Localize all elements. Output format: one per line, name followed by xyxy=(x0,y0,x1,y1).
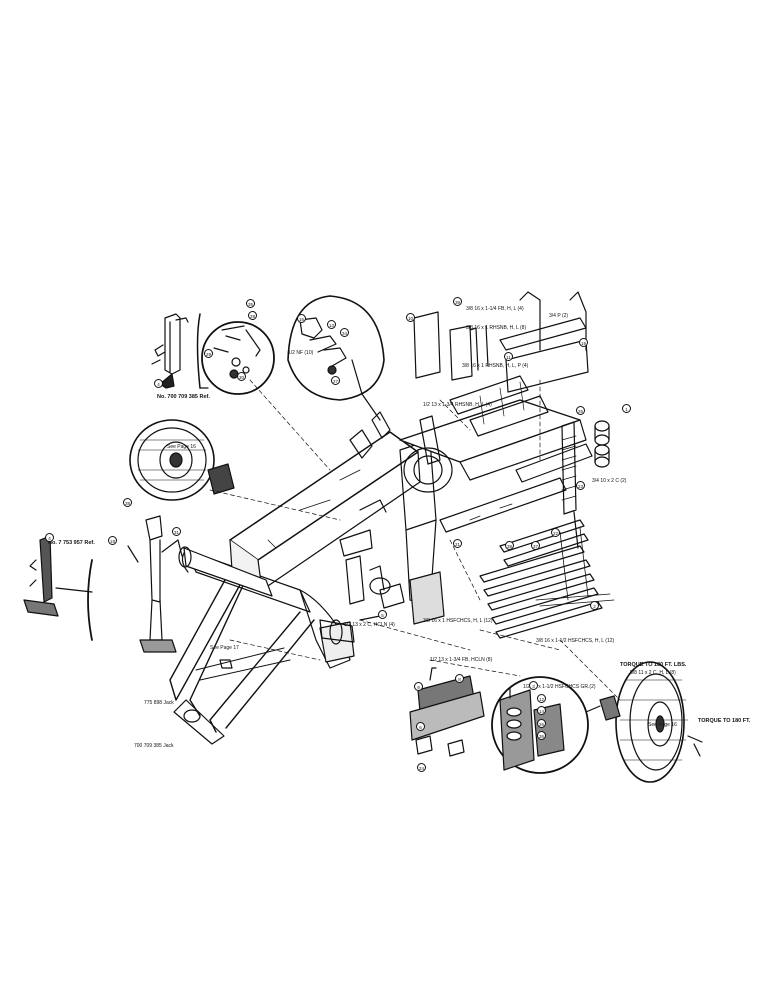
part-callout: 31 xyxy=(172,527,181,536)
part-callout: 18 xyxy=(108,536,117,545)
top-jack-detail xyxy=(151,313,209,389)
torque-label-2: TORQUE TO 180 FT. xyxy=(698,718,751,724)
see-page-label-2: See Page 17 xyxy=(210,645,239,651)
hardware-label-6: 3/4 10 x 2 C (2) xyxy=(592,478,627,484)
part-callout: 4 xyxy=(45,533,54,542)
axle-tube xyxy=(178,546,355,645)
hardware-label-3: 3/8 16 x 1 RHSNB, H, L, P (4) xyxy=(462,363,529,369)
part-callout: 34 xyxy=(340,328,349,337)
left-jack-ref: No. 7 753 957 Ref. xyxy=(48,540,95,546)
bushings xyxy=(594,420,610,468)
torque-label-1: TORQUE TO 180 FT. LBS. xyxy=(620,662,687,668)
part-callout: 26 xyxy=(537,719,546,728)
part-callout: 24 xyxy=(417,763,426,772)
part-callout: 9 xyxy=(414,682,423,691)
hardware-label-12: 1/2 13 x 1-1/2 HSFCHCS GR.(2) xyxy=(523,684,596,690)
part-callout: 6 xyxy=(416,722,425,731)
hardware-label-8: 1/2 13 x 2 C, HCLN (4) xyxy=(344,622,395,628)
part-callout: 23 xyxy=(576,481,585,490)
part-callout: 38 xyxy=(123,498,132,507)
hardware-label-4: 1/2 13 x 1-3/4 RHSNB, H, L (4) xyxy=(423,402,492,408)
leader-lines xyxy=(209,379,621,701)
see-page-label-3: See Page 16 xyxy=(648,722,677,728)
part-callout: 36 xyxy=(537,731,546,740)
hardware-label-11: 1/2 13 x 1-3/4 FB, HCLN (8) xyxy=(430,657,493,663)
hub-detail-circle xyxy=(491,676,601,774)
part-callout: 38 xyxy=(505,541,514,550)
support-bar xyxy=(439,443,593,533)
hardware-label-5: 3/4 P (2) xyxy=(549,313,569,319)
part-callout: 16 xyxy=(297,314,306,323)
part-callout: 4 xyxy=(154,379,163,388)
part-callout: 39 xyxy=(453,297,462,306)
part-callout: 25 xyxy=(576,406,585,415)
part-callout: 11 xyxy=(504,352,513,361)
hitch-pin-circle xyxy=(201,321,275,395)
jack-label-2: 700 709 385 Jack xyxy=(134,743,174,749)
part-callout: 5 xyxy=(378,610,387,619)
part-callout: 30 xyxy=(237,372,246,381)
part-callout: 19 xyxy=(579,338,588,347)
top-jack-ref: No. 700 709 385 Ref. xyxy=(157,394,210,400)
part-callout: 13 xyxy=(327,320,336,329)
left-jack-detail xyxy=(23,535,93,641)
slat-assembly xyxy=(479,519,615,639)
part-callout: 14 xyxy=(537,706,546,715)
part-callout: 10 xyxy=(406,313,415,322)
part-callout: 1 xyxy=(622,404,631,413)
hardware-label-10: 3/8 16 x 1-1/2 HSFCHCS, H, L (12) xyxy=(536,638,615,644)
see-page-label: See Page 16 xyxy=(167,444,196,450)
hitch-detail-circle xyxy=(287,295,385,421)
bottom-bracket-detail xyxy=(409,667,485,757)
part-callout: 22 xyxy=(551,528,560,537)
jack-label-1: 775 898 Jack xyxy=(144,700,174,706)
part-callout: 21 xyxy=(453,539,462,548)
torque-label-1b: 5/8 11 x 2 C, H, L (8) xyxy=(630,670,676,676)
hardware-label-1: 3/8 16 x 1-1/4 FB, H, L (4) xyxy=(466,306,524,312)
center-jack xyxy=(127,515,183,653)
left-wheel xyxy=(129,419,235,501)
part-callout: 2 xyxy=(590,601,599,610)
right-wheel xyxy=(599,661,703,783)
part-callout: 37 xyxy=(531,541,540,550)
upper-tube-assembly xyxy=(399,375,587,493)
part-callout: 29 xyxy=(204,349,213,358)
part-callout: 12 xyxy=(537,694,546,703)
hardware-label-9: 3/8 16 x 1 HSFCHCS, H, L (12) xyxy=(423,618,493,624)
hardware-label-7: 1/2 NF (10) xyxy=(288,350,314,356)
part-callout: 8 xyxy=(455,674,464,683)
part-callout: 3 xyxy=(529,681,538,690)
part-callout: 28 xyxy=(248,311,257,320)
part-callout: 35 xyxy=(246,299,255,308)
hardware-label-2: 3/8 16 x 1 RHSNB, H, L (8) xyxy=(466,325,527,331)
part-callout: 27 xyxy=(331,376,340,385)
shield-plates xyxy=(413,291,589,393)
